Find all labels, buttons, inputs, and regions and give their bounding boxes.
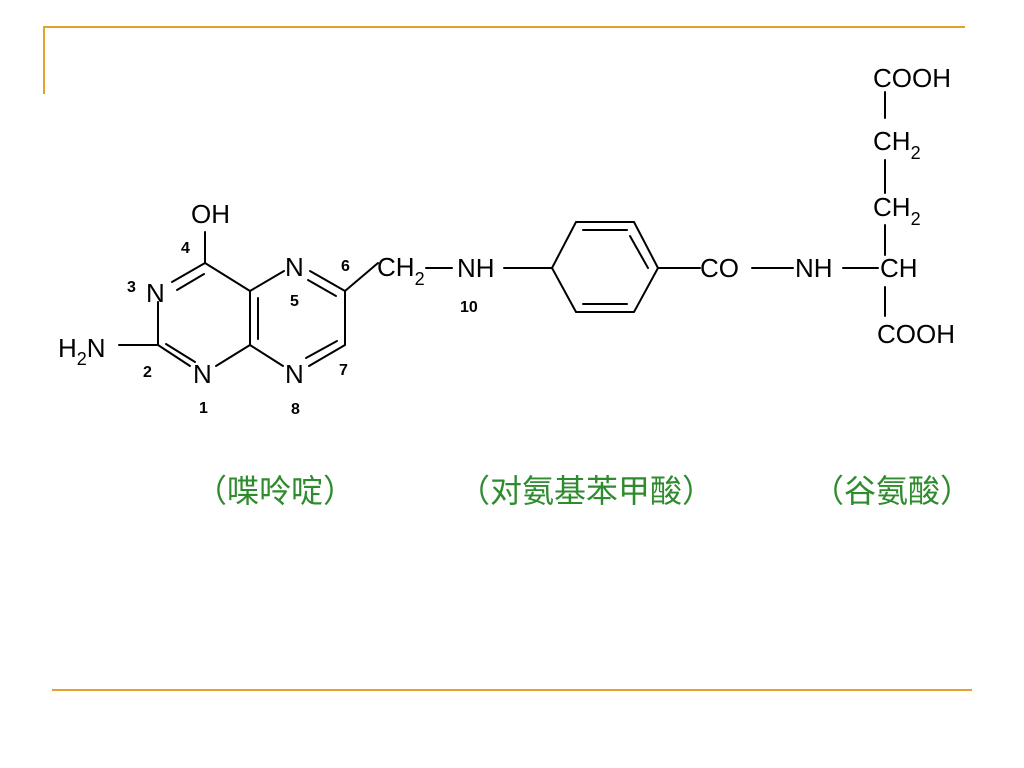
position-4: 4 bbox=[181, 240, 190, 257]
cooh-top-label: COOH bbox=[873, 63, 951, 93]
nh10-label: NH bbox=[457, 253, 495, 283]
methylene-label: CH2 bbox=[377, 252, 425, 289]
position-3: 3 bbox=[127, 279, 136, 296]
benzene-ring bbox=[550, 221, 660, 313]
oh-label: OH bbox=[191, 199, 230, 229]
frame-bottom-line bbox=[52, 689, 972, 691]
frame-left-line bbox=[43, 26, 45, 94]
n1-label: N bbox=[193, 359, 212, 389]
n8-label: N bbox=[285, 359, 304, 389]
carbonyl-label: CO bbox=[700, 253, 739, 283]
position-5: 5 bbox=[290, 293, 299, 310]
n3-label: N bbox=[146, 278, 165, 308]
c6-ch2-bond bbox=[344, 262, 379, 292]
alpha-ch-label: CH bbox=[880, 253, 918, 283]
amino-group-label: H2N bbox=[58, 333, 106, 369]
caption-pteridine: （喋呤啶） bbox=[195, 472, 355, 510]
cooh-bottom-label: COOH bbox=[877, 319, 955, 349]
caption-glutamic-acid: （谷氨酸） bbox=[812, 472, 972, 510]
amide-nh-label: NH bbox=[795, 253, 833, 283]
position-6: 6 bbox=[341, 258, 350, 275]
ch2-upper-label: CH2 bbox=[873, 126, 921, 163]
caption-paba: （对氨基苯甲酸） bbox=[458, 472, 714, 510]
position-7: 7 bbox=[339, 362, 348, 379]
frame-top-line bbox=[43, 26, 965, 28]
position-8: 8 bbox=[291, 401, 300, 418]
ch2-lower-label: CH2 bbox=[873, 192, 921, 229]
position-10: 10 bbox=[460, 299, 478, 316]
n5-label: N bbox=[285, 252, 304, 282]
position-2: 2 bbox=[143, 364, 152, 381]
pyrazine-ring bbox=[249, 270, 346, 367]
pyrimidine-ring bbox=[157, 262, 259, 367]
position-1: 1 bbox=[199, 400, 208, 417]
